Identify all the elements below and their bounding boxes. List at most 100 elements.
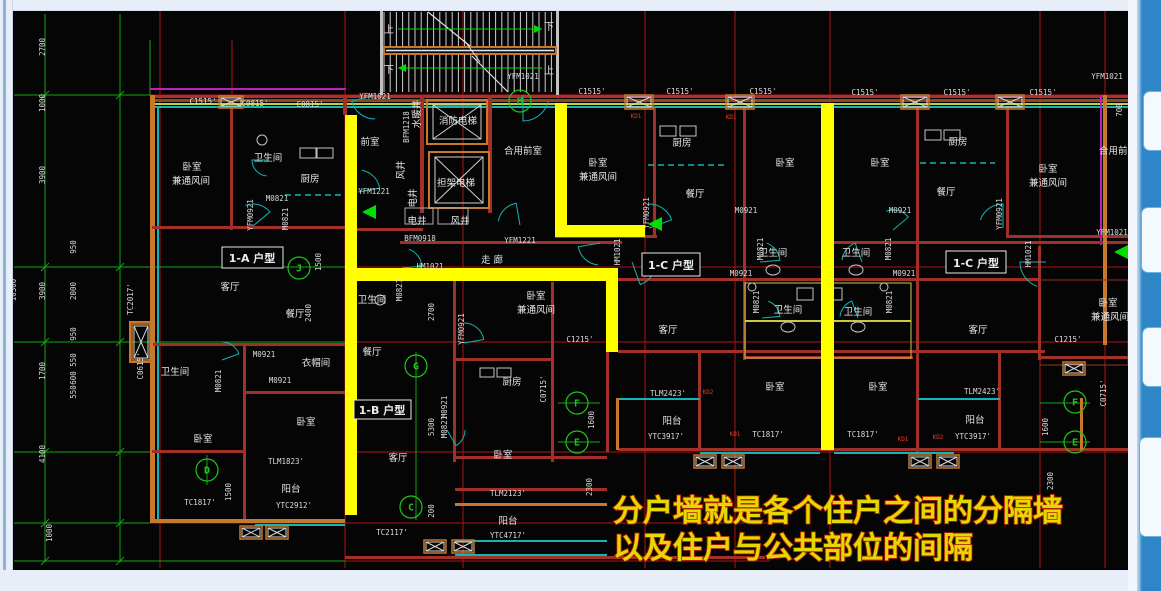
room-label: 卫生间 — [774, 304, 803, 316]
door-window-tag: C0615' — [136, 352, 145, 379]
annotation-text-line1: 分户墙就是各个住户之间的分隔墙 — [613, 494, 1063, 529]
door-window-tag: C1515' — [578, 87, 605, 96]
room-label: 客厅 — [388, 452, 408, 464]
dimension-text: 200 — [427, 504, 436, 518]
door-window-tag: YTC2912' — [276, 501, 312, 510]
dimension-text: 2700 — [427, 302, 436, 321]
room-label: 卫生间 — [759, 247, 788, 259]
room-label: 卧室 — [526, 290, 545, 302]
door-window-tag: TLM2423' — [964, 387, 1000, 396]
opening-code-tag: KD1 — [898, 436, 909, 443]
window-symbol — [239, 525, 263, 540]
stair-direction-label: 上 — [544, 65, 554, 77]
door-window-tag: YFM0921 — [246, 199, 255, 231]
exit-arrow-symbol — [301, 212, 648, 570]
dimension-text: 1500 — [224, 482, 233, 501]
room-label: 客厅 — [658, 324, 678, 336]
room-label: 卧室 — [182, 161, 201, 173]
door-window-tag: C1215' — [566, 335, 593, 344]
dimension-text: 700 — [1115, 103, 1124, 117]
svg-text:M: M — [517, 97, 523, 108]
dimension-text: 1600 — [587, 410, 596, 429]
window-symbol — [693, 454, 717, 469]
door-window-tag: M0821 — [281, 208, 290, 231]
door-window-tag: YFM1021 — [1091, 72, 1123, 81]
dimension-text: 5300 — [427, 417, 436, 436]
door-window-tag: TC2117' — [376, 528, 408, 537]
room-label: 阳台 — [281, 483, 300, 495]
door-window-tag: M0921 — [893, 269, 916, 278]
door-window-tag: M0921 — [735, 206, 758, 215]
dimension-text: 10300 — [9, 278, 18, 301]
axis-bubble: D — [195, 458, 219, 482]
room-label: 兼通风间 — [517, 304, 555, 316]
window-symbol — [1062, 361, 1086, 376]
window-left-edge — [0, 0, 13, 591]
door-window-tag: YTC3917' — [955, 432, 991, 441]
room-label: 卧室 — [588, 157, 607, 169]
partition-wall-highlight — [555, 225, 645, 237]
door-window-tag: TC1817' — [847, 430, 879, 439]
background-window-art — [1140, 438, 1161, 536]
dimension-text: 3900 — [38, 165, 47, 184]
axis-bubble: J — [287, 256, 311, 280]
room-label: 餐厅 — [936, 186, 956, 198]
door-window-tag: YFM1021 — [1096, 228, 1128, 237]
unit-type-label: 1-A 户型 — [221, 246, 284, 269]
window-symbol — [721, 454, 745, 469]
window-symbol — [218, 95, 244, 109]
room-label: 厨房 — [502, 376, 521, 388]
door-window-tag: HM1021 — [613, 238, 622, 265]
room-label: 卧室 — [296, 416, 315, 428]
dimension-text: 1600 — [1041, 417, 1050, 436]
door-window-tag: M0921 — [730, 269, 753, 278]
room-label: 卧室 — [870, 157, 889, 169]
window-symbol — [725, 94, 755, 110]
room-label: 衣帽间 — [302, 357, 331, 369]
room-label: 卫生间 — [844, 306, 873, 318]
stair-direction-label: 下 — [544, 22, 554, 33]
door-window-tag: YTC3917' — [648, 432, 684, 441]
room-label: 卫生间 — [161, 366, 190, 378]
room-label: 卫生间 — [254, 152, 283, 164]
svg-text:1-C 户型: 1-C 户型 — [953, 256, 999, 270]
svg-text:E: E — [1072, 438, 1078, 449]
room-label: 厨房 — [672, 137, 691, 149]
svg-text:1-A 户型: 1-A 户型 — [229, 251, 276, 265]
svg-text:E: E — [574, 438, 580, 449]
axis-bubble: F — [565, 391, 589, 415]
door-window-tag: HM1021 — [416, 262, 443, 271]
svg-text:G: G — [413, 362, 419, 373]
room-label: 卫生间 — [358, 294, 387, 306]
dimension-text: 550 — [69, 385, 78, 399]
annotation-text-line2: 以及住户与公共部位的间隔 — [613, 531, 973, 566]
room-label: 卧室 — [775, 157, 794, 169]
partition-wall-highlight — [606, 268, 618, 352]
svg-text:D: D — [204, 466, 210, 477]
door-window-tag: M0921 — [253, 350, 276, 359]
dimension-text: 1000 — [38, 93, 47, 112]
background-window-art — [1143, 328, 1161, 386]
room-label: 兼通风间 — [1091, 311, 1129, 323]
door-window-tag: C1515' — [666, 87, 693, 96]
window-bottom-edge — [0, 570, 1161, 591]
room-label: 兼通风间 — [579, 171, 617, 183]
room-label: 卫生间 — [842, 247, 871, 259]
door-window-tag: TC1817' — [184, 498, 216, 507]
dimension-text: 2400 — [304, 303, 313, 322]
room-label: 风井 — [450, 215, 469, 227]
background-window-panel[interactable] — [1137, 0, 1161, 591]
room-label: 厨房 — [300, 173, 319, 185]
door-window-tag: BFM1218 — [402, 111, 411, 143]
door-window-tag: C1515' — [749, 87, 776, 96]
room-label: 卧室 — [868, 381, 887, 393]
partition-wall-highlight — [555, 103, 567, 237]
window-symbol — [451, 539, 475, 554]
room-label: 风井 — [395, 160, 407, 179]
door-window-tag: M0921 — [889, 206, 912, 215]
door-window-tag: M0821 — [756, 238, 765, 261]
door-window-tag: TLM2123' — [490, 489, 526, 498]
unit-type-label: 1-C 户型 — [641, 252, 701, 277]
